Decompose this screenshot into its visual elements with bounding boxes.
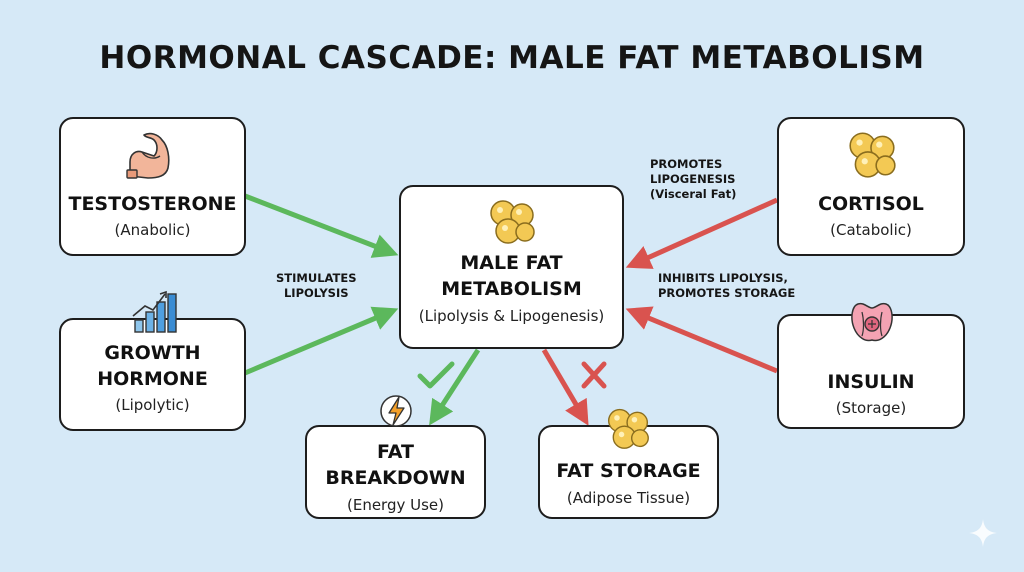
- check-icon: [417, 361, 455, 389]
- fat-storage-name: FAT STORAGE: [556, 460, 701, 483]
- arrow-testosterone-to-center: [244, 193, 399, 258]
- arrow-center-to-breakdown: [429, 348, 481, 426]
- arrow-growth-hormone-to-center: [244, 306, 399, 376]
- arrow-insulin-to-center: [625, 306, 778, 374]
- fat-breakdown-name: FAT BREAKDOWN: [325, 441, 466, 489]
- fat-cells-icon: [849, 132, 896, 178]
- stimulates-lipolysis-label: STIMULATES LIPOLYSIS: [276, 271, 357, 300]
- fat-storage-subtitle: (Adipose Tissue): [566, 488, 691, 507]
- promotes-lipogenesis-label: PROMOTES LIPOGENESIS (Visceral Fat): [650, 157, 737, 201]
- insulin-name: INSULIN: [827, 370, 915, 393]
- cortisol-subtitle: (Catabolic): [830, 221, 912, 240]
- cortisol-name: CORTISOL: [818, 192, 924, 215]
- rising-bar-chart-icon: [132, 290, 177, 333]
- inhibits-lipolysis-label: INHIBITS LIPOLYSIS, PROMOTES STORAGE: [658, 271, 796, 300]
- cross-icon: [581, 361, 607, 389]
- male-fat-metabolism-subtitle: (Lipolysis & Lipogenesis): [418, 306, 605, 325]
- growth-hormone-name: GROWTH HORMONE: [97, 341, 208, 390]
- fat-storage-box: FAT STORAGE (Adipose Tissue): [538, 425, 719, 519]
- fat-cells-icon: [607, 408, 649, 449]
- testosterone-name: TESTOSTERONE: [68, 192, 237, 215]
- arrow-cortisol-to-center: [625, 197, 779, 269]
- growth-hormone-subtitle: (Lipolytic): [115, 396, 190, 415]
- flexed-arm-icon: [126, 132, 170, 179]
- male-fat-metabolism-name: MALE FAT METABOLISM: [441, 252, 582, 300]
- pancreas-icon: [851, 302, 893, 342]
- insulin-subtitle: (Storage): [835, 399, 907, 418]
- fat-breakdown-box: FAT BREAKDOWN (Energy Use): [305, 425, 486, 519]
- testosterone-box: TESTOSTERONE (Anabolic): [59, 117, 246, 256]
- energy-bolt-icon: [380, 395, 412, 427]
- fat-cells-icon: [490, 200, 535, 244]
- growth-hormone-box: GROWTH HORMONE (Lipolytic): [59, 318, 246, 431]
- fat-breakdown-subtitle: (Energy Use): [346, 495, 444, 514]
- diagram-title: HORMONAL CASCADE: MALE FAT METABOLISM: [99, 40, 925, 76]
- testosterone-subtitle: (Anabolic): [114, 221, 191, 240]
- arrow-center-to-storage: [541, 348, 589, 426]
- sparkle-icon: [969, 519, 997, 547]
